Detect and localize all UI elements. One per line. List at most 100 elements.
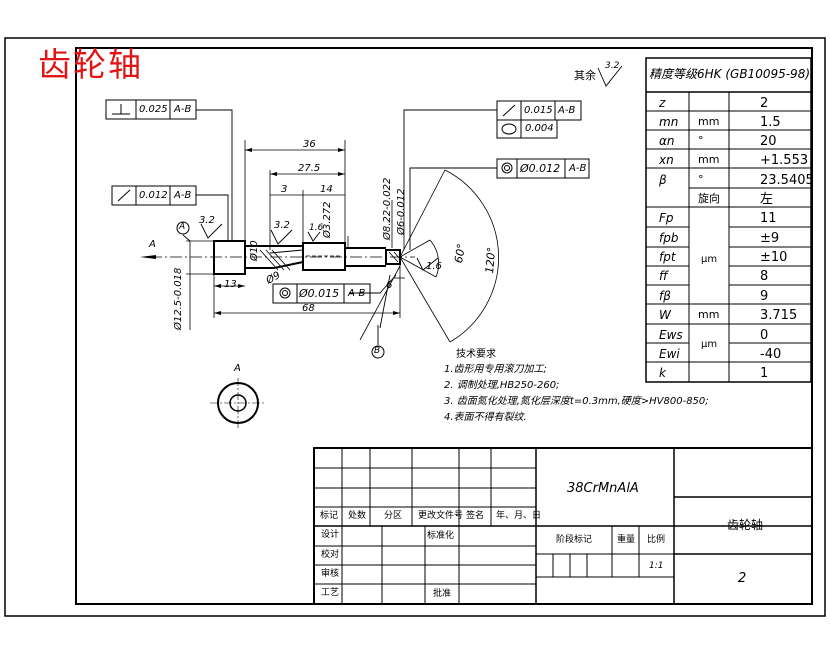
roughness-rest-value: 3.2: [605, 61, 620, 71]
dim-dia-12-5: Ø12.5-0.018: [173, 267, 184, 330]
roughness-3-2-left: 3.2: [199, 215, 215, 226]
approve-label: 批准: [433, 589, 452, 599]
dim-68: 68: [302, 303, 315, 314]
param-symbol: fpt: [659, 250, 676, 264]
param-value: -40: [760, 347, 782, 362]
dim-6: 6: [386, 280, 393, 291]
title-block-row-label: 签名: [466, 511, 485, 521]
param-table-grid: [645, 57, 812, 383]
param-symbol: xn: [659, 153, 674, 167]
section-a-label: A: [234, 363, 241, 374]
dim-36: 36: [303, 139, 316, 150]
param-value: 2: [760, 96, 769, 111]
param-value: 1: [760, 366, 769, 381]
tolerance-frame-boxes: [105, 99, 590, 304]
param-symbol: z: [659, 96, 666, 110]
title-block-left-label: 设计: [321, 530, 340, 540]
dim-3: 3: [281, 184, 288, 195]
param-unit-mu-2: μm: [701, 339, 718, 350]
param-symbol: αn: [659, 134, 675, 148]
title-block-grid: [313, 447, 813, 605]
view-arrow-a: A: [149, 239, 156, 250]
roughness-3-2-mid: 3.2: [274, 220, 290, 231]
title-block-row-label: 标记: [320, 511, 339, 521]
param-symbol: ff: [659, 269, 668, 283]
shaft-outline: [213, 240, 401, 275]
title-block-row-label: 分区: [384, 511, 403, 521]
tooth-angle-detail: [359, 169, 499, 343]
tech-req-item: 1.齿形用专用滚刀加工;: [444, 364, 547, 375]
dim-14: 14: [320, 184, 333, 195]
datum-b-label: B: [374, 346, 381, 356]
tolerance-frame-symbols: [112, 104, 517, 299]
angle-120: 120°: [483, 246, 499, 275]
param-symbol: fβ: [659, 289, 671, 303]
angle-60: 60°: [452, 242, 469, 265]
param-symbol: Ewi: [659, 347, 680, 361]
param-symbol: W: [659, 308, 671, 322]
param-value: +1.553: [760, 153, 809, 168]
dim-27-5: 27.5: [298, 163, 321, 174]
coax-bottom-datum: A-B: [348, 288, 366, 299]
param-value: 20: [760, 134, 777, 149]
tech-req-item: 2. 调制处理,HB250-260;: [444, 380, 560, 391]
dim-dia-6: Ø6-0.012: [396, 188, 407, 235]
drawing-number: 2: [738, 571, 747, 586]
stage-label: 阶段标记: [556, 535, 593, 545]
leader-lines: [182, 109, 497, 345]
param-value: 9: [760, 289, 769, 304]
roughness-1-6: 1.6: [309, 223, 324, 233]
param-value: 3.715: [760, 308, 798, 323]
title-block-row-label: 更改文件号: [418, 511, 464, 521]
title-block-left-label: 校对: [321, 550, 340, 560]
param-unit: °: [698, 173, 704, 186]
perp-tolerance-datum: A-B: [174, 104, 192, 115]
tech-req-item: 4.表面不得有裂纹.: [444, 412, 527, 423]
drawing-red-title: 齿轮轴: [38, 45, 143, 84]
param-value: 8: [760, 269, 769, 284]
title-block-row-label: 年、月、日: [496, 511, 542, 521]
tech-req-item: 3. 齿面氮化处理,氮化层深度t=0.3mm,硬度>HV800-850;: [444, 396, 709, 407]
dim-1-6: 1.6: [426, 261, 442, 272]
param-value: ±10: [760, 250, 788, 265]
param-value: 1.5: [760, 115, 781, 130]
roughness-symbols: [200, 65, 623, 271]
dim-13: 13: [224, 279, 237, 290]
param-unit-mu-1: μm: [701, 254, 718, 265]
material-text: 38CrMnAlA: [567, 481, 639, 496]
param-value: 0: [760, 328, 769, 343]
param-table-header: 精度等级6HK (GB10095-98): [649, 67, 811, 81]
outer-frame: [4, 37, 826, 617]
section-view-a: [210, 378, 266, 428]
param-symbol: k: [659, 366, 666, 380]
coax-right-datum: A-B: [569, 163, 587, 174]
param-symbol: mn: [659, 115, 679, 129]
coax-bottom-value: Ø0.015: [299, 287, 340, 300]
part-name-text: 齿轮轴: [727, 518, 764, 532]
dimension-lines: [186, 140, 405, 330]
runout-right-value: 0.015: [524, 105, 553, 116]
param-value: ±9: [760, 231, 780, 246]
cylindricity-value: 0.004: [525, 123, 554, 134]
param-symbol: β: [659, 173, 667, 187]
runout-left-value: 0.012: [139, 190, 168, 201]
runout-right-datum: A-B: [558, 105, 576, 116]
param-unit: mm: [698, 153, 720, 166]
param-symbol: Ews: [659, 328, 683, 342]
datum-markers: [176, 221, 385, 359]
param-symbol: fpb: [659, 231, 679, 245]
dim-dia-10: Ø10: [249, 240, 260, 261]
param-unit: mm: [698, 308, 720, 321]
scale-value: 1:1: [649, 561, 664, 571]
dim-dia-3-272: Ø3.272: [322, 201, 333, 239]
param-value: 左: [760, 192, 774, 207]
coax-right-value: Ø0.012: [520, 162, 561, 175]
std-label: 标准化: [427, 531, 455, 541]
perp-tolerance-value: 0.025: [139, 104, 168, 115]
dim-dia-8-22: Ø8.22-0.022: [382, 177, 393, 240]
param-unit: 旋向: [698, 192, 720, 205]
title-block-left-label: 工艺: [321, 588, 340, 598]
param-unit: °: [698, 134, 704, 147]
arrowheads: [140, 148, 400, 315]
